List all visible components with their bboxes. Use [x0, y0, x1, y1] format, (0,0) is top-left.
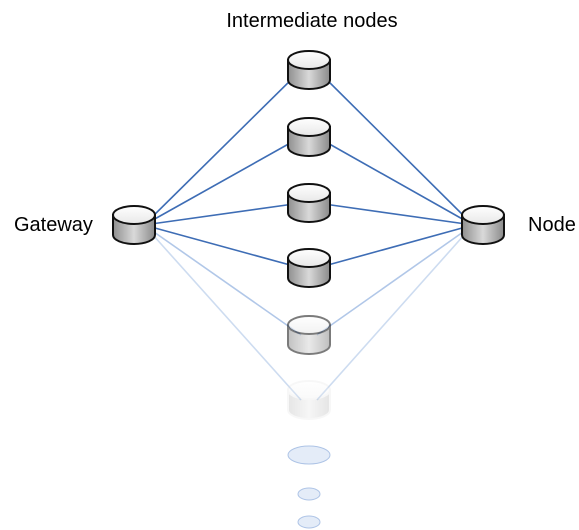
- link-gateway-intermediate-node-4: [143, 224, 302, 269]
- intermediate-node-6: [287, 380, 331, 420]
- intermediate-node-5: [287, 315, 331, 355]
- trailing-dot: [297, 487, 321, 501]
- trailing-dots-group: [287, 445, 331, 529]
- intermediate-node-4: [287, 248, 331, 288]
- link-gateway-intermediate-node-6: [143, 224, 302, 401]
- link-intermediate-node-1-node: [316, 69, 474, 226]
- link-intermediate-node-4-node: [316, 224, 474, 269]
- link-gateway-intermediate-node-1: [143, 69, 302, 226]
- link-intermediate-node-6-node: [316, 224, 474, 401]
- destination-node: [461, 205, 505, 245]
- link-gateway-intermediate-node-2: [143, 136, 302, 226]
- gateway-label: Gateway: [14, 214, 93, 236]
- intermediate-node-2: [287, 117, 331, 157]
- link-gateway-intermediate-node-5: [143, 224, 302, 336]
- link-intermediate-node-3-node: [316, 202, 474, 226]
- gateway-node: [112, 205, 156, 245]
- node-label: Node: [528, 214, 576, 236]
- link-intermediate-node-2-node: [316, 136, 474, 226]
- links-group: [143, 69, 474, 401]
- trailing-dot: [297, 515, 321, 529]
- diagram-title: Intermediate nodes: [226, 10, 398, 32]
- link-gateway-intermediate-node-3: [143, 202, 302, 226]
- intermediate-node-3: [287, 183, 331, 223]
- link-intermediate-node-5-node: [316, 224, 474, 336]
- intermediate-node-1: [287, 50, 331, 90]
- nodes-group: [112, 50, 505, 420]
- trailing-dot: [287, 445, 331, 465]
